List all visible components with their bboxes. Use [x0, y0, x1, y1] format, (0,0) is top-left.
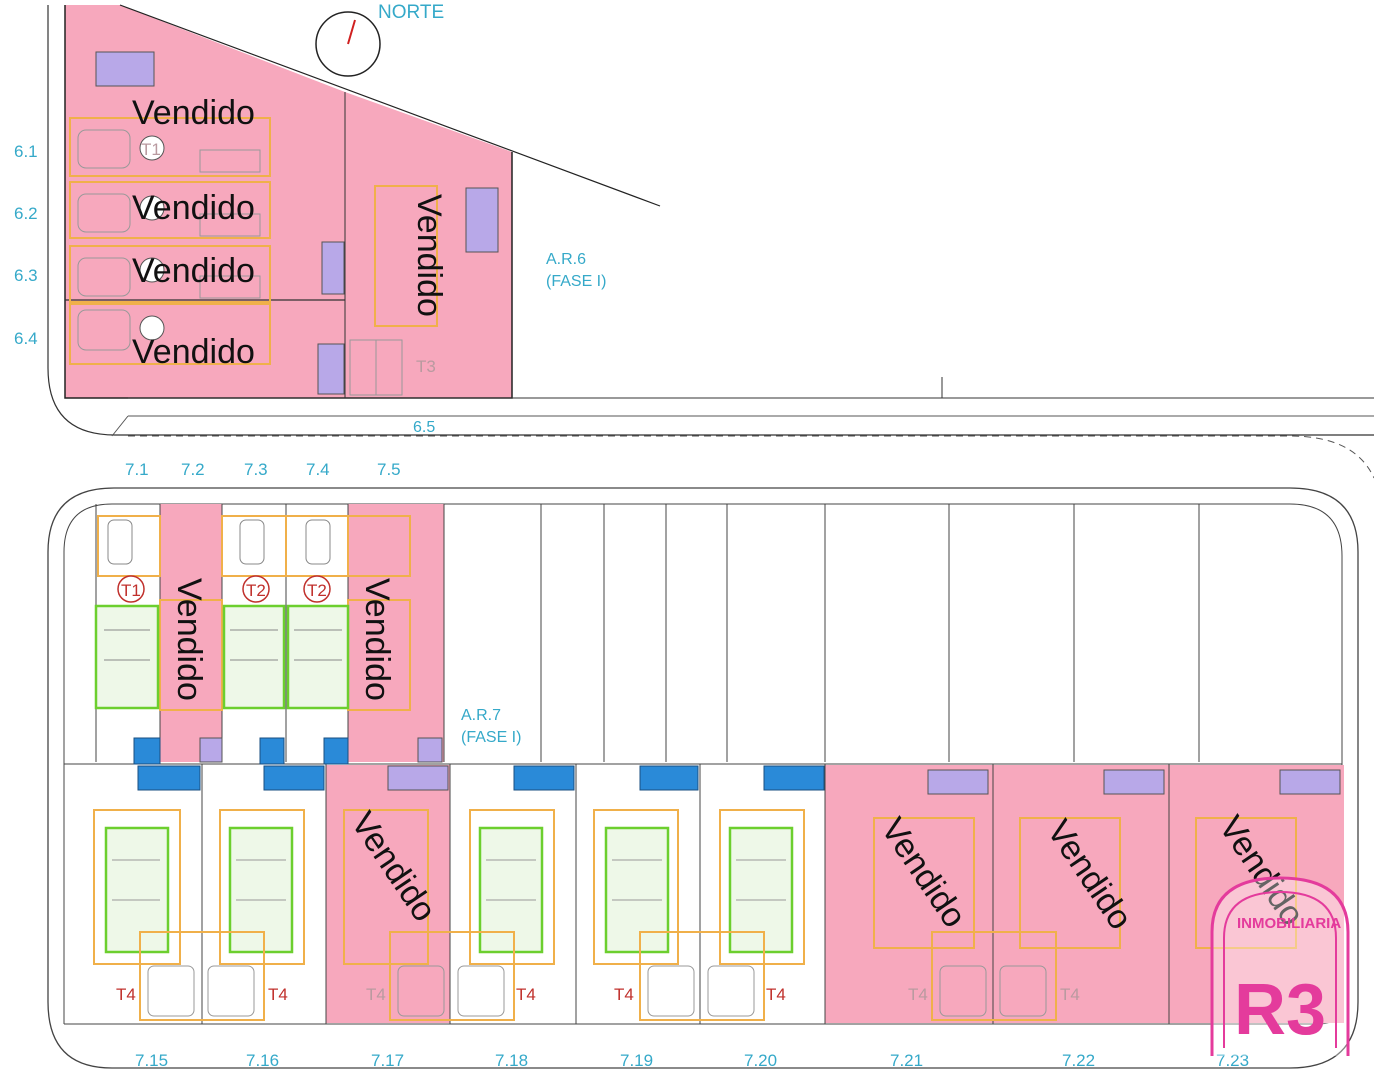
- pool-7-1: [133, 737, 161, 765]
- pool-7-3: [259, 737, 285, 765]
- row-label-6-1: 6.1: [14, 142, 38, 161]
- sold-zone-6-5[interactable]: [345, 92, 512, 398]
- sold-label-6-5: Vendido: [410, 194, 448, 317]
- pool-6-4: [317, 343, 345, 395]
- house-type-7-17: T4: [366, 985, 386, 1004]
- house-type-7-16: T4: [268, 985, 288, 1004]
- pool-7-16: [263, 765, 325, 791]
- sold-zone-7-22[interactable]: [993, 765, 1169, 1023]
- sold-label-7-5: Vendido: [358, 578, 396, 701]
- house-type-7-18: T4: [516, 985, 536, 1004]
- type-markers-top: T1 T2 T2: [117, 575, 331, 603]
- logo-brand-text: INMOBILIARIA: [1237, 915, 1341, 932]
- plot-label-7-17: 7.17: [371, 1051, 404, 1070]
- upper-block: NORTE 6.1 6.2 6.3 6.4 T1 T3 Vendido Vend…: [14, 2, 1374, 479]
- row-label-6-2: 6.2: [14, 204, 38, 223]
- house-type-7-19: T4: [614, 985, 634, 1004]
- sold-label-7-2: Vendido: [170, 578, 208, 701]
- plot-label-7-19: 7.19: [620, 1051, 653, 1070]
- zone-ar7-title: A.R.7: [461, 707, 501, 724]
- house-type-7-15: T4: [116, 985, 136, 1004]
- north-compass: NORTE: [315, 2, 444, 77]
- plot-label-7-3: 7.3: [244, 460, 268, 479]
- row-label-6-4: 6.4: [14, 329, 38, 348]
- pool-7-4: [323, 737, 349, 765]
- house-type-7-1: T1: [121, 581, 141, 600]
- pool-7-18: [513, 765, 575, 791]
- sold-label-6-1: Vendido: [132, 94, 255, 132]
- house-plan-7-16: [228, 826, 294, 954]
- zone-ar6-title: A.R.6: [546, 251, 586, 268]
- zone-ar6-phase: (FASE I): [546, 273, 606, 290]
- sold-zone-7-21[interactable]: [825, 765, 993, 1023]
- north-label: NORTE: [378, 2, 444, 23]
- house-plan-7-15: [104, 826, 170, 954]
- plot-label-7-2: 7.2: [181, 460, 205, 479]
- plot-label-7-22: 7.22: [1062, 1051, 1095, 1070]
- sold-label-6-4: Vendido: [132, 333, 255, 371]
- plot-label-7-20: 7.20: [744, 1051, 777, 1070]
- sold-zone-7-5[interactable]: [348, 504, 444, 762]
- pool-7-15: [137, 765, 201, 791]
- row-label-6-3: 6.3: [14, 266, 38, 285]
- plot-label-7-4: 7.4: [306, 460, 330, 479]
- sold-label-6-2: Vendido: [132, 189, 255, 227]
- house-type-t3: T3: [416, 357, 436, 376]
- house-plan-7-20: [728, 826, 794, 954]
- plot-label-7-16: 7.16: [246, 1051, 279, 1070]
- pool-7-19: [639, 765, 699, 791]
- lower-block: 7.1 7.2 7.3 7.4 7.5: [47, 460, 1359, 1070]
- house-type-7-20: T4: [766, 985, 786, 1004]
- pool-6-1: [95, 51, 155, 87]
- house-type-7-21: T4: [908, 985, 928, 1004]
- house-type-7-3: T2: [246, 581, 266, 600]
- sold-zone-7-2[interactable]: [160, 504, 222, 762]
- pool-6-5: [465, 187, 499, 253]
- house-plan-7-18: [478, 826, 544, 954]
- plot-label-6-5: 6.5: [413, 419, 435, 436]
- zone-ar7-phase: (FASE I): [461, 729, 521, 746]
- house-plan-7-4: [286, 604, 350, 710]
- plot-label-7-18: 7.18: [495, 1051, 528, 1070]
- pool-7-20: [763, 765, 825, 791]
- plot-label-7-15: 7.15: [135, 1051, 168, 1070]
- logo-mark-text: R3: [1234, 970, 1326, 1050]
- house-type-7-4: T2: [307, 581, 327, 600]
- sold-zone-7-17[interactable]: [326, 765, 450, 1023]
- house-type-t1-upper: T1: [141, 140, 161, 159]
- house-plan-7-19: [604, 826, 670, 954]
- house-plan-7-1: [94, 604, 160, 710]
- sold-label-6-3: Vendido: [132, 252, 255, 290]
- house-type-7-22: T4: [1060, 985, 1080, 1004]
- r3-logo-icon: INMOBILIARIA R3: [1210, 876, 1350, 1056]
- plot-label-7-5: 7.5: [377, 460, 401, 479]
- plot-label-7-23: 7.23: [1216, 1051, 1249, 1070]
- plot-label-7-1: 7.1: [125, 460, 149, 479]
- plot-label-7-21: 7.21: [890, 1051, 923, 1070]
- house-plan-7-3: [222, 604, 286, 710]
